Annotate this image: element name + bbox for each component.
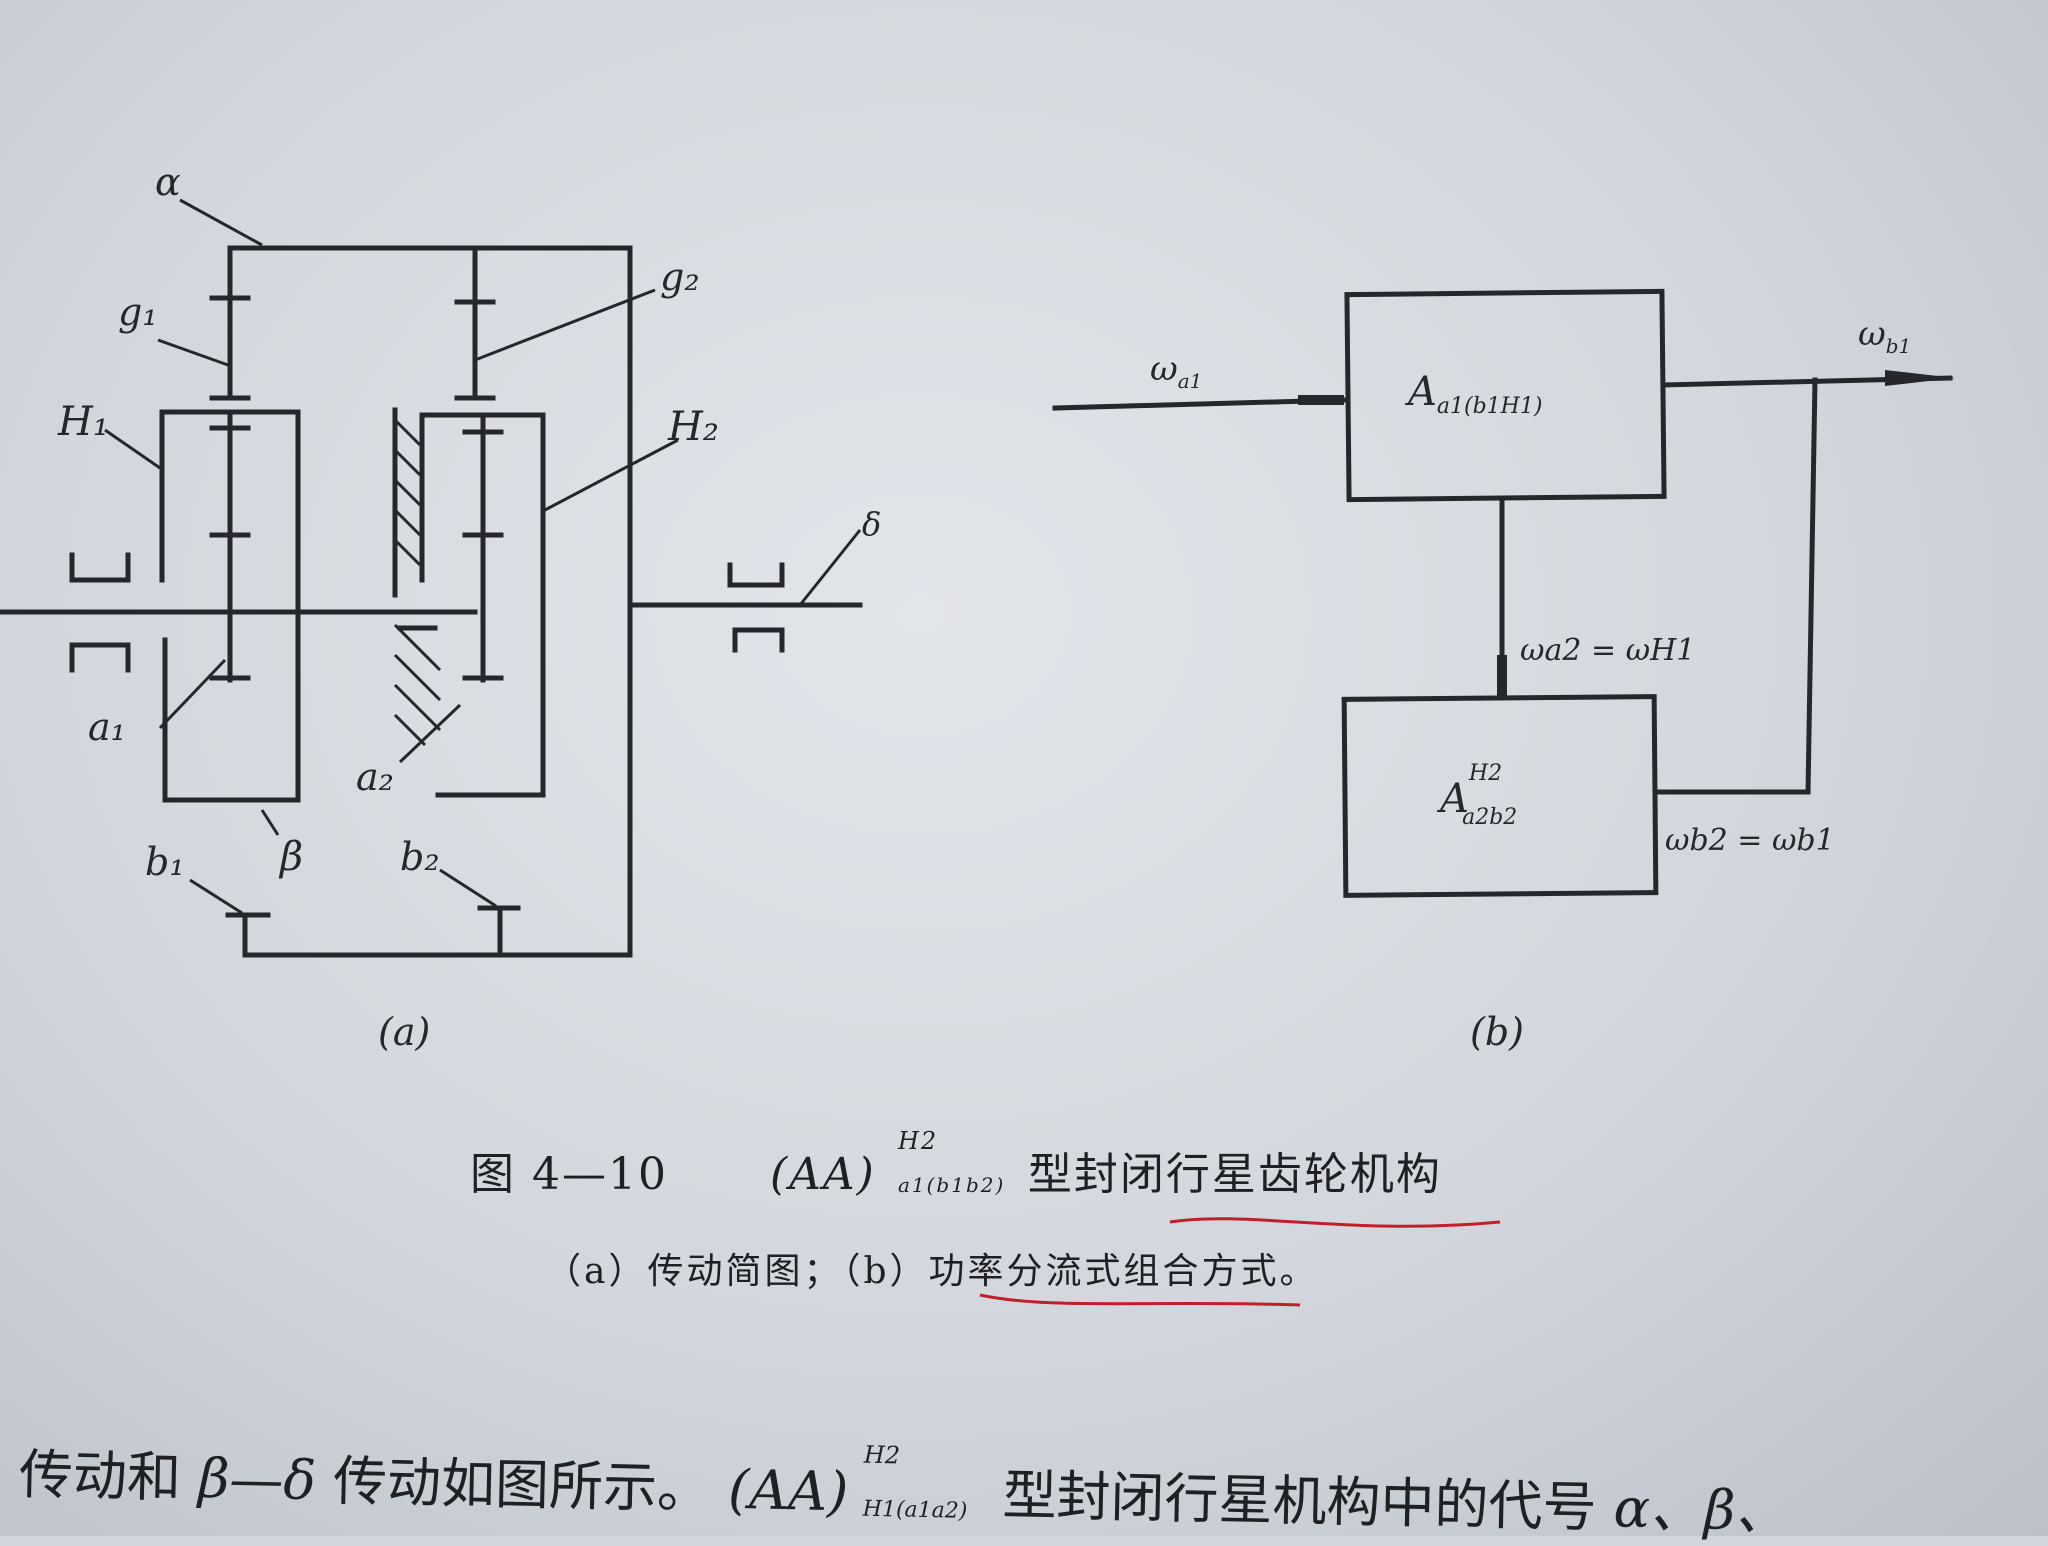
feedback-line	[1652, 377, 1818, 795]
right-relation: ωb2 = ωb1	[1665, 823, 1835, 858]
label-H2: H₂	[667, 404, 719, 450]
label-b2: b₂	[400, 835, 440, 879]
input-omega-label: ωa1	[1150, 349, 1202, 393]
figure-subcaption: （a）传动简图；（b）功率分流式组合方式。	[545, 1251, 1319, 1292]
caption-formula: (AA) H2 a1(b1b2)	[769, 1127, 1006, 1200]
leader-lines	[104, 198, 862, 915]
label-g2: g₂	[660, 255, 700, 299]
label-a2: a₂	[356, 755, 394, 799]
label-a1: a₁	[88, 705, 126, 749]
bearing-right-bottom	[732, 627, 785, 653]
bearing-left-top	[69, 552, 131, 583]
caption-number: 图 4—10	[470, 1149, 668, 1200]
ground-hatch	[393, 418, 442, 747]
output-omega-label: ωb1	[1858, 314, 1911, 358]
mid-relation: ωa2 = ωH1	[1520, 633, 1695, 668]
label-beta: β	[278, 834, 303, 880]
carrier-alpha-frame	[227, 245, 633, 958]
carrier-H1	[159, 409, 301, 803]
label-alpha: α	[155, 160, 181, 204]
output-arrow	[1885, 370, 1955, 386]
bearing-left-bottom	[69, 642, 131, 673]
block-bottom	[1341, 694, 1659, 898]
panel-label-a: (a)	[378, 1010, 430, 1054]
figure-caption: 图 4—10 (AA) H2 a1(b1b2) 型封闭行星齿轮机构	[470, 1127, 1442, 1202]
label-H1: H₁	[57, 399, 109, 445]
panel-label-b: (b)	[1470, 1010, 1524, 1054]
block-top	[1344, 288, 1667, 503]
bearing-right-top	[727, 562, 785, 588]
carrier-H2	[419, 412, 546, 798]
block-top-label: Aa1(b1H1)	[1404, 369, 1542, 419]
input-line	[1052, 397, 1348, 411]
caption-title: 型封闭行星齿轮机构	[1027, 1149, 1442, 1200]
label-b1: b₁	[145, 840, 185, 884]
label-g1: g₁	[118, 290, 158, 334]
label-delta: δ	[862, 505, 881, 543]
